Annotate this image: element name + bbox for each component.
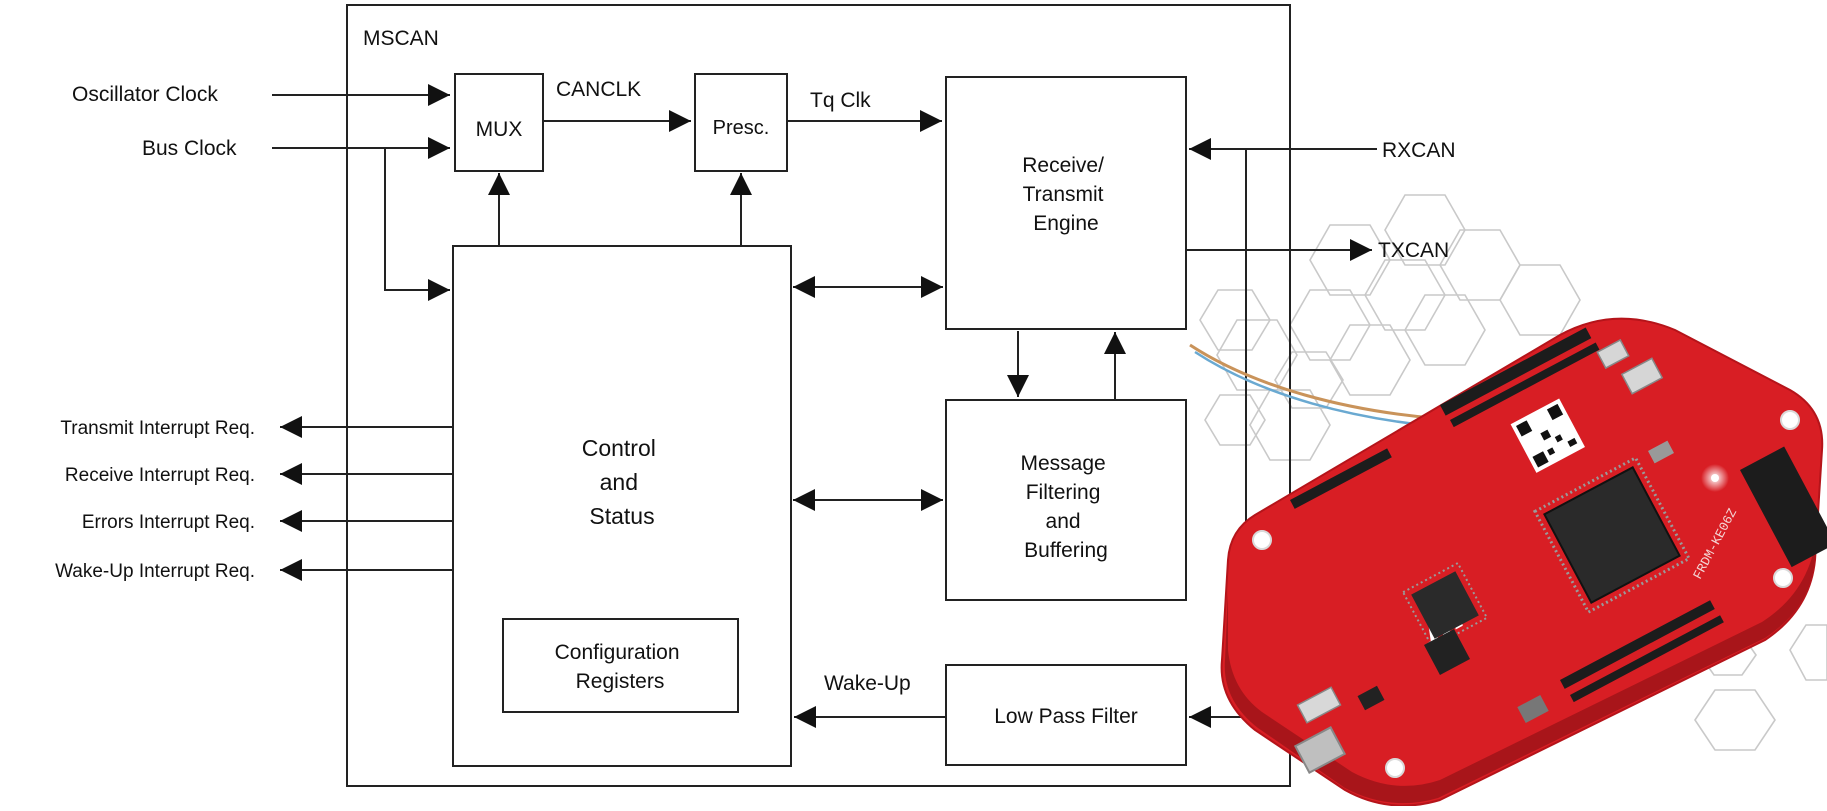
errors-irq-label: Errors Interrupt Req. xyxy=(82,512,255,533)
wake-up-label: Wake-Up xyxy=(824,672,911,695)
transmit-irq-label: Transmit Interrupt Req. xyxy=(60,418,255,439)
bus-clock-to-control-wire xyxy=(385,148,450,290)
oscillator-clock-label: Oscillator Clock xyxy=(72,83,218,106)
bus-clock-label: Bus Clock xyxy=(142,137,237,160)
low-pass-filter-label: Low Pass Filter xyxy=(994,705,1138,728)
receive-irq-label: Receive Interrupt Req. xyxy=(65,465,255,486)
frdm-board-image: FRDM-KE06Z xyxy=(1190,319,1827,806)
rxcan-label: RXCAN xyxy=(1382,139,1456,162)
wakeup-irq-label: Wake-Up Interrupt Req. xyxy=(55,561,255,582)
tq-clk-label: Tq Clk xyxy=(810,89,871,112)
config-registers-block xyxy=(503,619,738,712)
mux-label: MUX xyxy=(476,118,523,141)
prescaler-label: Presc. xyxy=(713,117,770,139)
mscan-label: MSCAN xyxy=(363,27,439,50)
canclk-label: CANCLK xyxy=(556,78,641,101)
rx-tx-engine-label: Receive/ Transmit Engine xyxy=(1022,154,1110,235)
txcan-label: TXCAN xyxy=(1378,239,1449,262)
interrupt-outputs: Transmit Interrupt Req. Receive Interrup… xyxy=(55,418,453,582)
